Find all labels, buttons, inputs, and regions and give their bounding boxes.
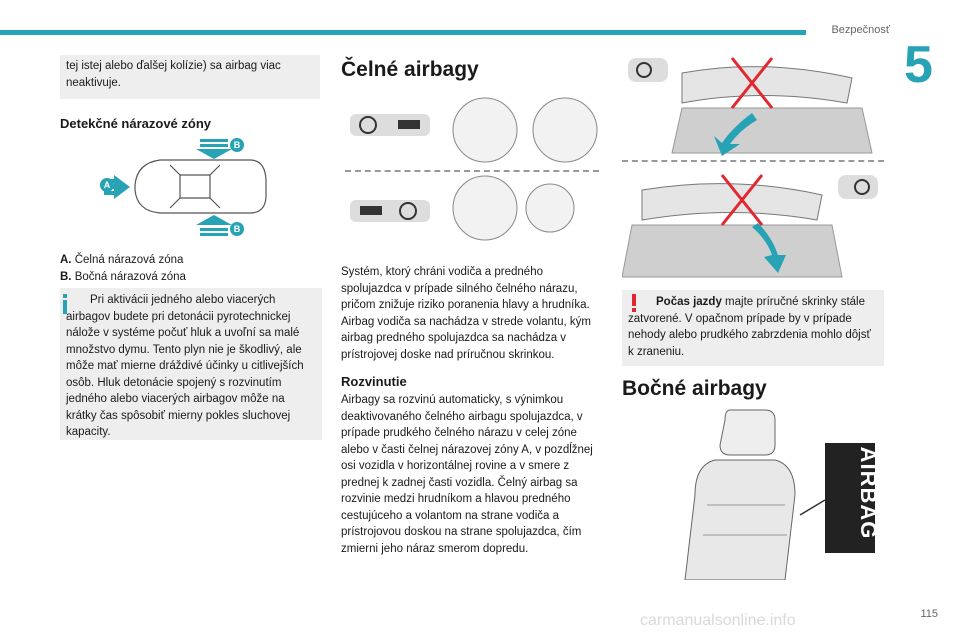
warning-icon [632,294,636,312]
note-box-top: tej istej alebo ďalšej kolízie) sa airba… [60,55,320,99]
chapter-number: 5 [904,36,933,94]
steering-wheel-icon [350,114,430,136]
arrow-down-icon [714,113,757,156]
info-box: Pri aktivácii jedného alebo viacerých ai… [60,288,322,440]
frontal-intro: Systém, ktorý chráni vodiča a predného s… [341,264,603,363]
header-bar [0,30,806,35]
note-top-text: tej istej alebo ďalšej kolízie) sa airba… [66,60,281,89]
deploy-section: Airbagy sa rozvinú automaticky, s výnimk… [341,392,603,557]
callout-b-top-label: B [233,140,241,150]
zone-a-line: A. Čelná nárazová zóna [60,252,310,269]
zone-legend: A. Čelná nárazová zóna B. Bočná nárazová… [60,252,310,285]
deploy-heading: Rozvinutie [341,374,407,389]
side-arrow-top-icon [196,139,232,159]
page-number: 115 [920,608,938,620]
watermark: carmanualsonline.info [640,612,796,629]
zone-b-line: B. Bočná nárazová zóna [60,269,310,286]
divider-dashed-2 [622,160,884,162]
warning-bold: Počas jazdy [656,296,722,308]
seat-illustration [684,409,875,580]
chapter-tab: 5 [892,35,960,125]
car-top-view [134,159,267,214]
zone-b-text: Bočná nárazová zóna [74,270,186,283]
side-airbags-heading: Bočné airbagy [622,377,767,400]
zone-b-letter: B. [60,270,72,283]
side-arrow-bottom-icon [196,215,232,236]
airbag-tag [825,443,875,553]
callout-b-bottom-label: B [233,224,241,234]
warning-box: Počas jazdy majte príručné skrinky stále… [622,290,884,366]
callout-b-top: B [230,138,244,152]
airbag-tag-label: AIRBAG [855,438,881,548]
zone-a-letter: A. [60,254,72,266]
glovebox-illustration-bottom [622,174,878,278]
callout-a-label: A [103,180,111,190]
divider-dashed [345,170,599,172]
frontal-airbag-illustration [350,97,598,241]
zones-heading: Detekčné nárazové zóny [60,116,212,131]
callout-b-bottom: B [230,222,244,236]
warning-paragraph: Počas jazdy majte príručné skrinky stále… [628,294,878,360]
airbag-balloon-icon [452,97,598,241]
callout-a: A [100,178,114,192]
info-text: Pri aktivácii jedného alebo viacerých ai… [66,294,304,438]
airbag-label-text: AIRBAG [856,446,881,540]
glovebox-illustration-top [628,57,873,156]
frontal-intro-text: Systém, ktorý chráni vodiča a predného s… [341,266,591,361]
warning-text: majte príručné skrinky stále zatvorené. … [628,296,871,358]
arrow-down-icon-2 [752,223,786,273]
frontal-airbags-heading: Čelné airbagy [341,58,479,81]
zone-a-text: Čelná nárazová zóna [74,254,184,266]
deploy-text: Airbagy sa rozvinú automaticky, s výnimk… [341,394,593,555]
impact-zones-diagram [104,139,267,236]
passenger-panel-icon [350,200,430,222]
info-icon [63,294,67,314]
section-title: Bezpečnosť [831,24,890,36]
